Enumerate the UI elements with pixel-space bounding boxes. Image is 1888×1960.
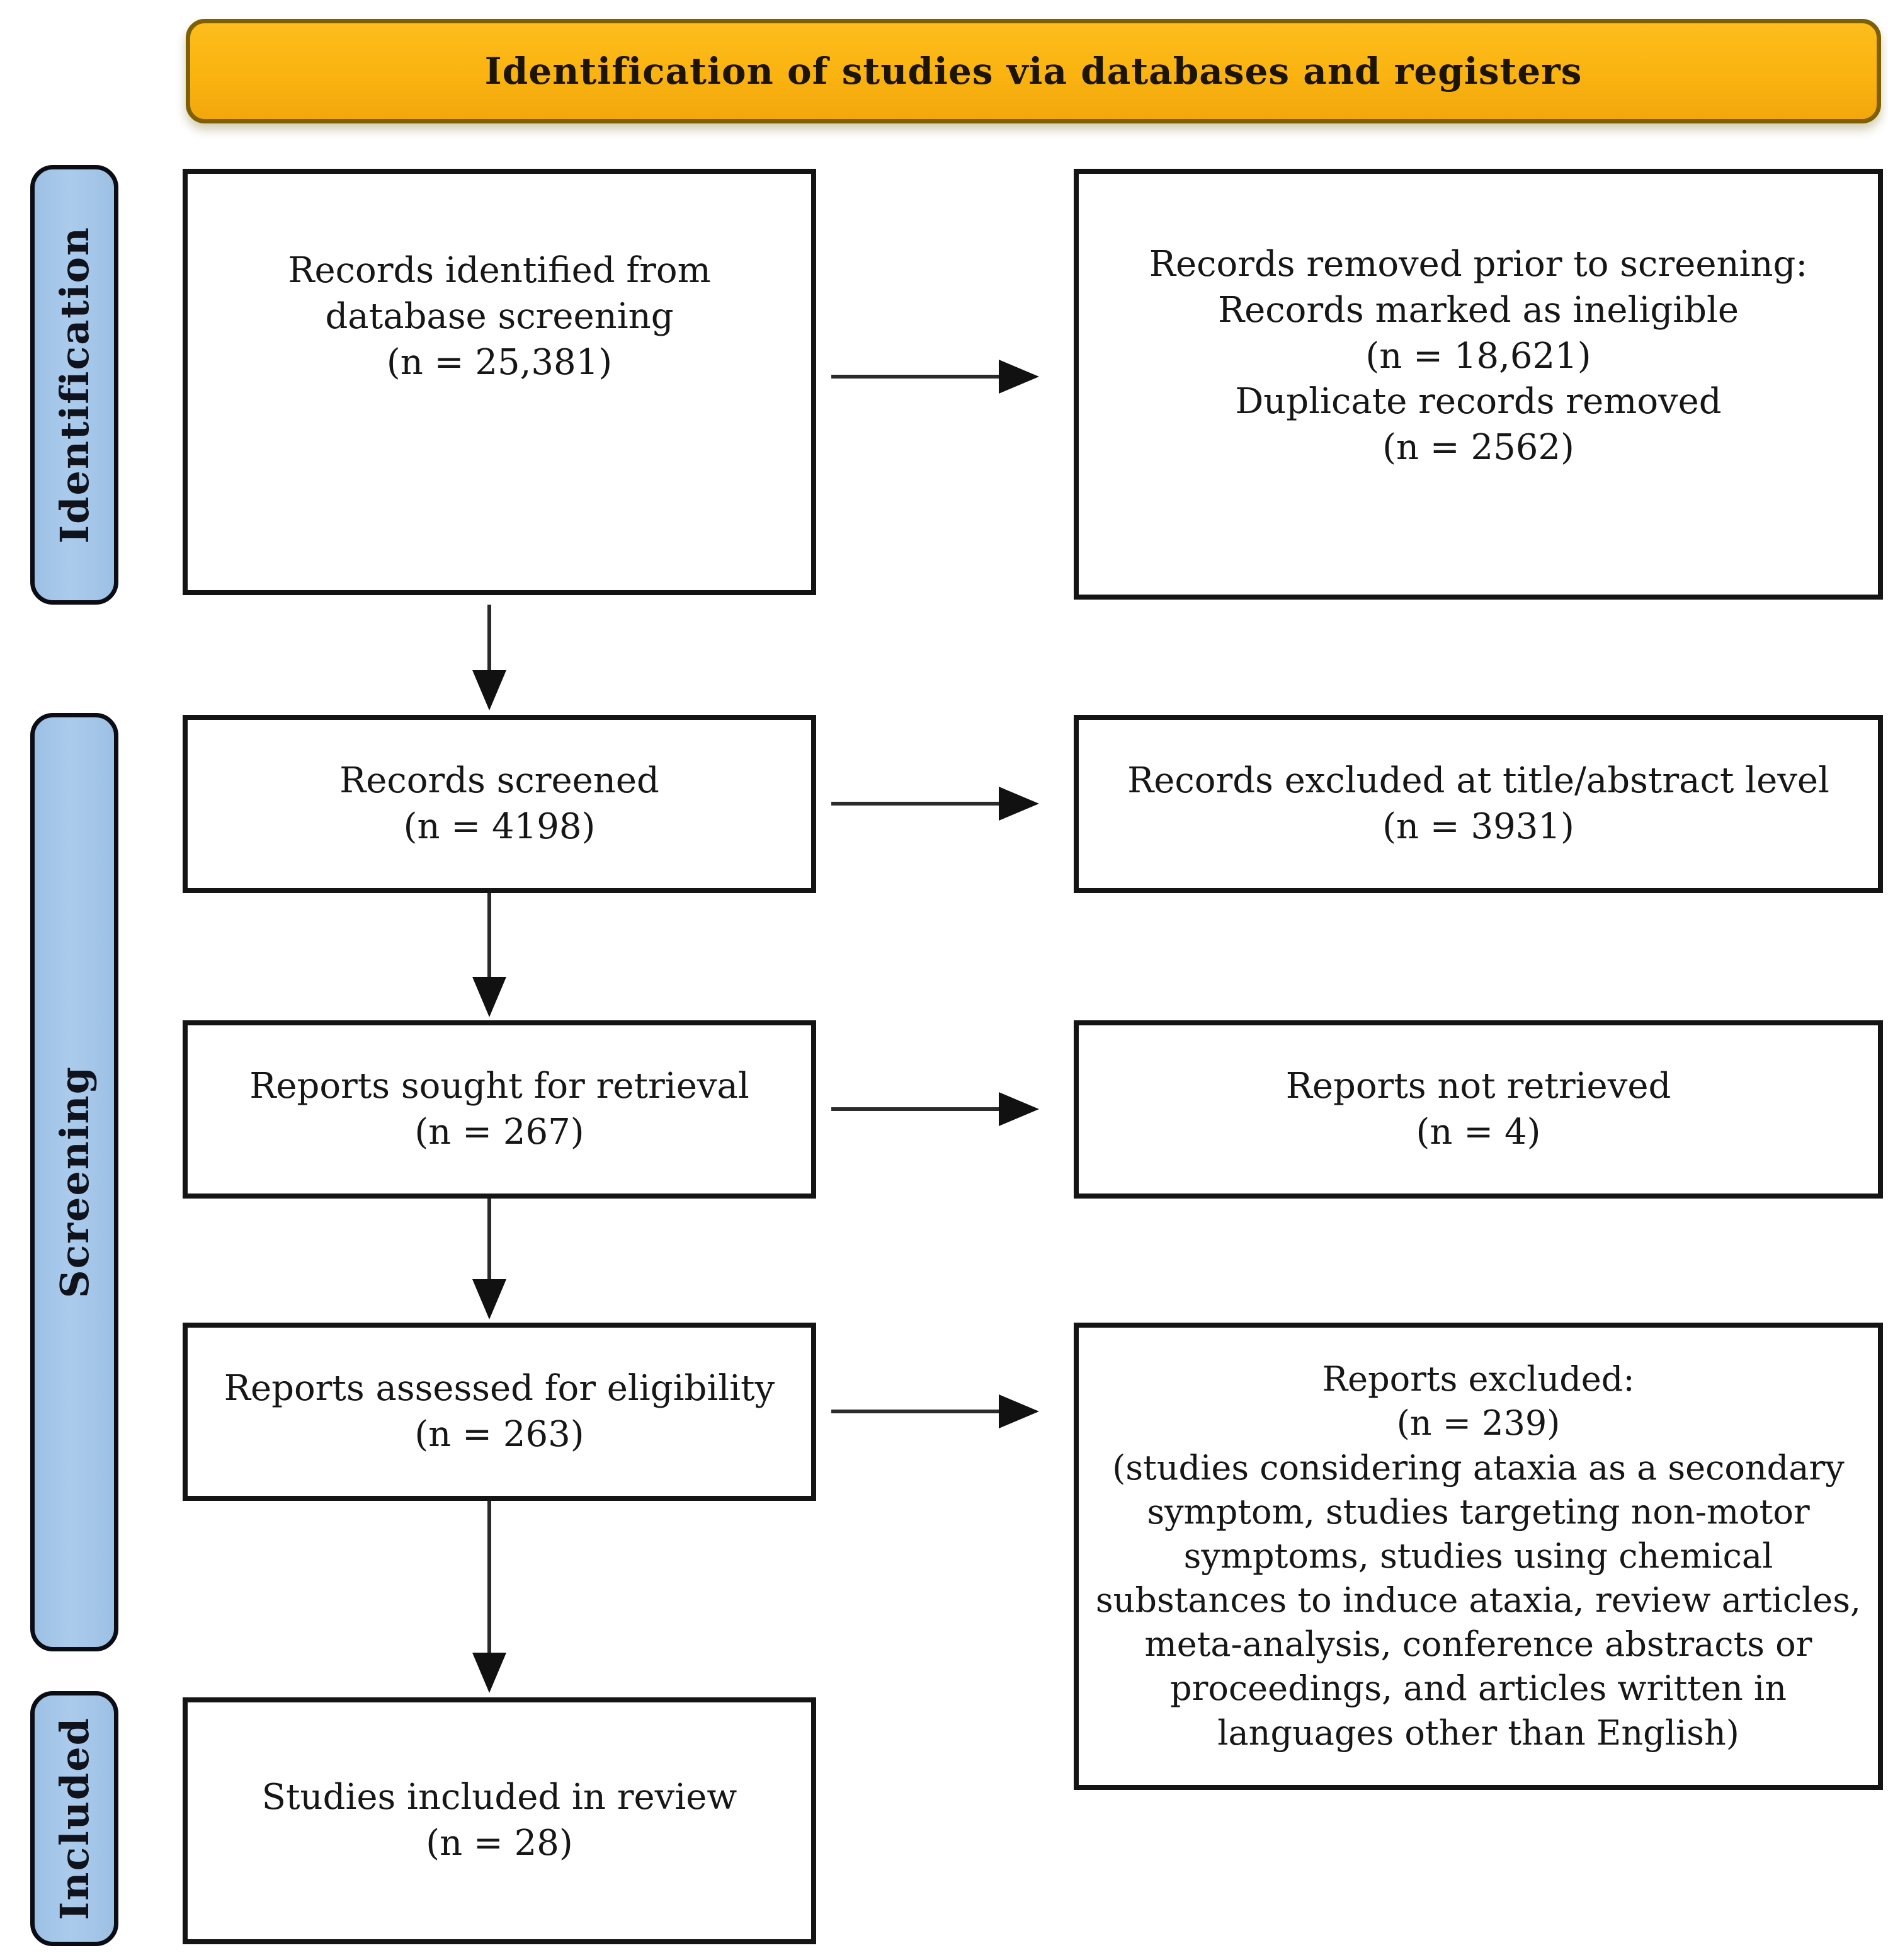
box-records-screened-text: Records screened (n = 4198) — [339, 760, 659, 847]
box-records-removed-text: Records removed prior to screening: Reco… — [1149, 244, 1808, 469]
box-reports-assessed: Reports assessed for eligibility (n = 26… — [183, 1323, 816, 1501]
stage-identification: Identification — [30, 165, 118, 605]
box-records-identified: Records identified from database screeni… — [183, 169, 816, 595]
arrow-right-icon-row1 — [831, 358, 1039, 396]
box-studies-included: Studies included in review (n = 28) — [183, 1697, 816, 1944]
arrow-down-icon-2 — [470, 893, 508, 1017]
arrow-right-icon-row3 — [831, 1090, 1039, 1128]
arrow-right-icon-row4 — [831, 1393, 1039, 1430]
banner: Identification of studies via databases … — [186, 19, 1881, 123]
arrow-down-icon-1 — [470, 605, 508, 710]
box-records-excluded-text: Records excluded at title/abstract level… — [1127, 760, 1829, 847]
box-records-excluded: Records excluded at title/abstract level… — [1074, 715, 1883, 893]
stage-identification-label: Identification — [51, 226, 98, 544]
box-records-screened: Records screened (n = 4198) — [183, 715, 816, 893]
box-reports-excluded: Reports excluded: (n = 239) (studies con… — [1074, 1323, 1883, 1790]
stage-included-label: Included — [51, 1717, 98, 1920]
box-reports-not-retrieved: Reports not retrieved (n = 4) — [1074, 1020, 1883, 1199]
banner-title: Identification of studies via databases … — [484, 50, 1583, 93]
box-reports-assessed-text: Reports assessed for eligibility (n = 26… — [224, 1367, 775, 1455]
arrow-down-icon-4 — [470, 1501, 508, 1693]
arrow-down-icon-3 — [470, 1199, 508, 1319]
arrow-right-icon-row2 — [831, 785, 1039, 823]
stage-screening: Screening — [30, 713, 118, 1651]
stage-included: Included — [30, 1691, 118, 1946]
box-records-removed: Records removed prior to screening: Reco… — [1074, 169, 1883, 600]
box-reports-excluded-text: Reports excluded: (n = 239) (studies con… — [1095, 1359, 1862, 1753]
box-records-identified-text: Records identified from database screeni… — [288, 250, 711, 383]
box-reports-not-retrieved-text: Reports not retrieved (n = 4) — [1285, 1065, 1671, 1153]
box-reports-sought-text: Reports sought for retrieval (n = 267) — [249, 1065, 749, 1153]
stage-screening-label: Screening — [51, 1066, 98, 1299]
box-studies-included-text: Studies included in review (n = 28) — [261, 1777, 737, 1864]
box-reports-sought: Reports sought for retrieval (n = 267) — [183, 1020, 816, 1199]
